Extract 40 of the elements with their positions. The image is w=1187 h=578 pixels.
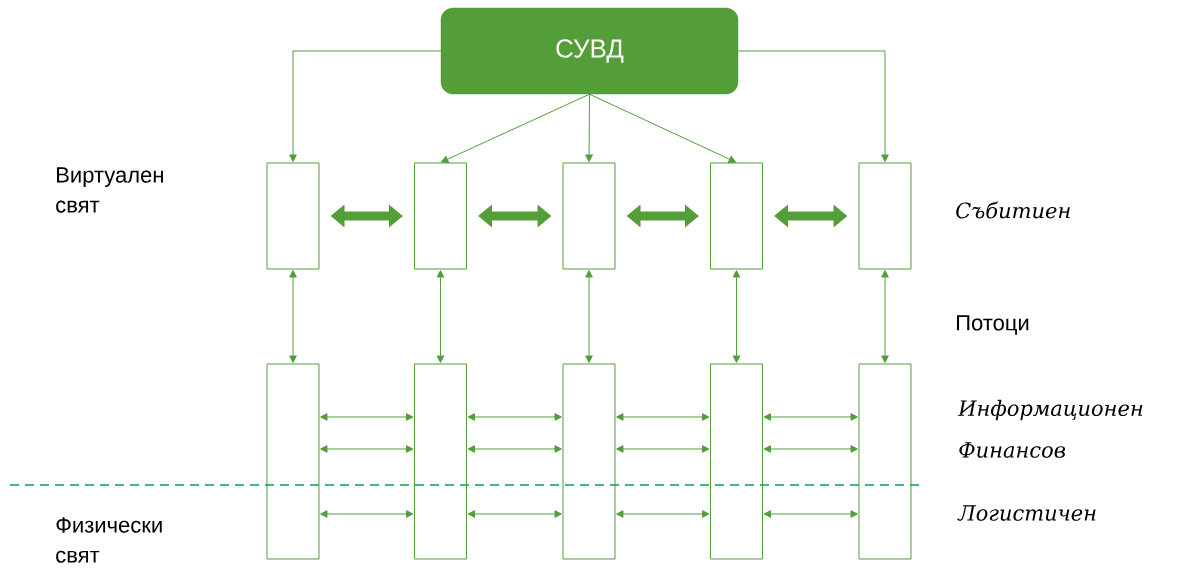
arrow [320,510,414,518]
arrow [763,445,858,453]
title-box: СУВД [440,7,739,95]
arrow [467,445,562,453]
box [266,162,320,270]
arrow [616,510,710,518]
flow-name: Събитиен [956,201,1070,219]
box [562,363,616,560]
box [414,363,467,560]
box [266,363,320,560]
arrow [436,270,445,363]
arrow [585,93,593,162]
text-label: Физически свят [56,517,162,563]
arrow [737,50,889,162]
flow-name: Информационен [957,399,1143,421]
flow-name: Финансов [959,442,1065,458]
arrow [881,270,889,363]
arrow [732,270,741,363]
arrow [441,93,590,163]
arrow [616,413,710,421]
arrow [289,50,442,162]
box [858,162,912,270]
flow-name: Логистичен [957,505,1096,521]
arrow [763,413,858,421]
arrow [763,510,858,518]
text-label: Потоци [957,315,1029,335]
arrow [320,413,414,421]
box [858,363,912,560]
arrow [467,510,562,518]
box [710,162,763,270]
arrow [289,270,297,363]
box [710,363,763,560]
box [562,162,616,270]
arrow [467,413,562,421]
arrow [585,270,593,363]
box [414,162,467,270]
text-label: Виртуален свят [56,167,163,213]
arrow [320,445,414,453]
arrow [589,93,736,163]
arrow [616,445,710,453]
